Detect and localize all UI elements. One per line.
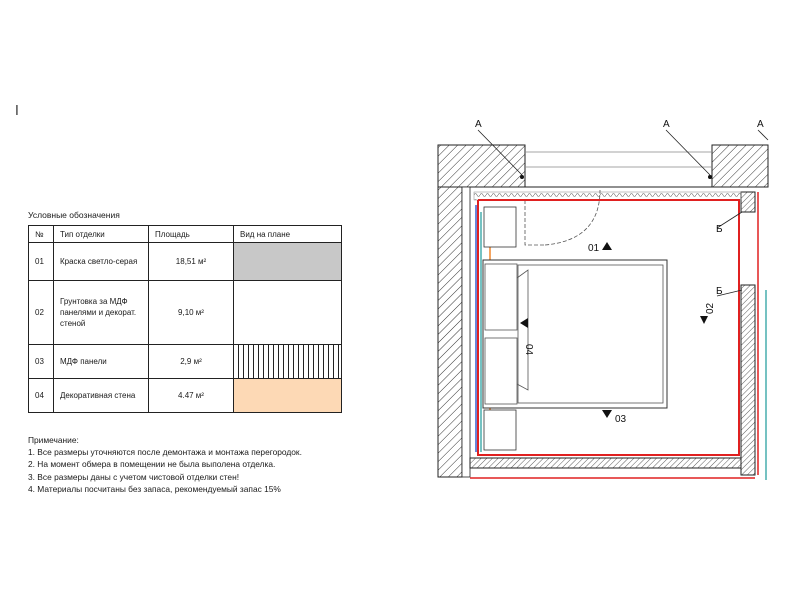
gray-paint-swatch: [234, 243, 341, 280]
row-area: 18,51 м²: [148, 242, 234, 281]
left-arrow-icon: [520, 318, 528, 328]
wall-right-stub: [740, 191, 756, 213]
legend-row: 01 Краска светло-серая 18,51 м²: [28, 242, 342, 281]
legend-row: 02 Грунтовка за МДФ панелями и декорат. …: [28, 280, 342, 345]
row-finish-type: Декоративная стена: [53, 378, 149, 413]
door-swing: [544, 189, 601, 246]
row-area: 4.47 м²: [148, 378, 234, 413]
note-item: 2. На момент обмера в помещении не была …: [28, 459, 276, 470]
note-item: 1. Все размеры уточняются после демонтаж…: [28, 447, 302, 458]
nightstand-top: [483, 206, 517, 248]
view-marker-03: 03: [615, 414, 627, 425]
pillow: [484, 337, 518, 405]
down-arrow-icon: [602, 410, 612, 418]
view-marker-02: 02: [705, 302, 716, 314]
wall-right-column: [740, 284, 756, 476]
row-number: 04: [28, 378, 54, 413]
legend-row: 04 Декоративная стена 4.47 м²: [28, 378, 342, 413]
section-a-label: А: [663, 119, 670, 130]
row-swatch-cell: [233, 378, 342, 413]
pillow: [484, 263, 518, 331]
notes-title: Примечание:: [28, 435, 79, 445]
wall-top-right: [711, 144, 769, 188]
legend-header-row: № Тип отделки Площадь Вид на плане: [28, 225, 342, 243]
row-finish-type: Краска светло-серая: [53, 242, 149, 281]
view-marker-04: 04: [523, 344, 534, 356]
note-item: 3. Все размеры даны с учетом чистовой от…: [28, 471, 240, 482]
wall-bottom: [469, 457, 747, 469]
curtain: [473, 191, 742, 201]
legend-row: 03 МДФ панели 2,9 м²: [28, 344, 342, 379]
row-swatch-cell: [233, 280, 342, 345]
mdf-panel-stripes-swatch: [234, 345, 341, 378]
section-a-label: А: [757, 119, 764, 130]
row-number: 03: [28, 344, 54, 379]
down-arrow-icon: [700, 316, 708, 324]
paint-outline: [477, 199, 740, 456]
section-b-label: Б: [716, 286, 723, 297]
notes: Примечание: 1. Все размеры уточняются по…: [28, 434, 302, 495]
legend-table: № Тип отделки Площадь Вид на плане 01 Кр…: [28, 225, 342, 413]
text-cursor-icon: I: [15, 104, 19, 119]
row-swatch-cell: [233, 344, 342, 379]
nightstand-bottom: [483, 409, 517, 451]
legend-title: Условные обозначения: [28, 210, 120, 220]
wall-left: [437, 186, 463, 478]
row-number: 02: [28, 280, 54, 345]
view-marker-01: 01: [588, 243, 600, 254]
up-arrow-icon: [602, 242, 612, 250]
wall-top-left: [437, 144, 526, 188]
decorative-wall-swatch: [234, 379, 341, 412]
section-a-label: А: [475, 119, 482, 130]
note-item: 4. Материалы посчитаны без запаса, реком…: [28, 483, 281, 494]
wall-left-inner: [461, 186, 471, 478]
section-b-label: Б: [716, 224, 723, 235]
